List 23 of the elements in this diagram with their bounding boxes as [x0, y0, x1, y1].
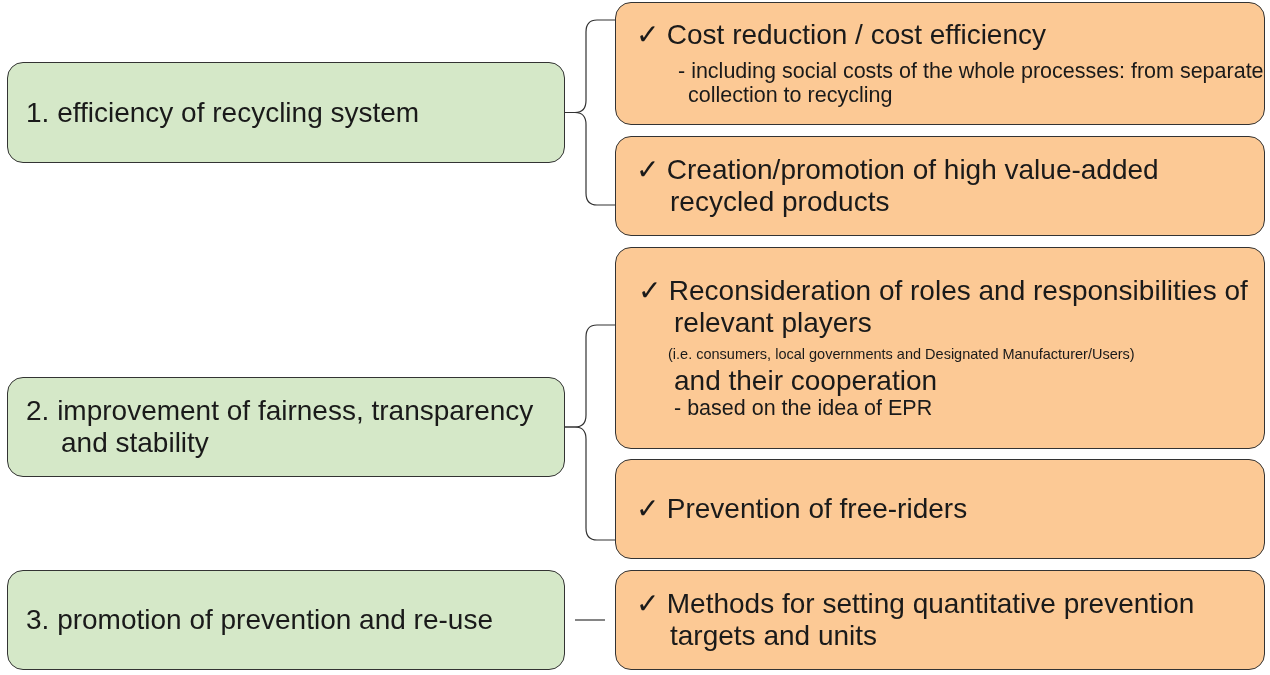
- brace-connector: [564, 426, 616, 541]
- item-text: ✓ Creation/promotion of high value-added recycled products: [636, 154, 1160, 218]
- measure-box: [615, 570, 1265, 670]
- item-note: and their cooperation: [673, 364, 939, 397]
- item-text: 2. improvement of fairness, transparency and stability: [26, 395, 535, 459]
- item-text: ✓ Reconsideration of roles and responsibilities of relevant players: [638, 275, 1249, 339]
- measure-box: [615, 247, 1265, 449]
- objective-box: [7, 570, 565, 670]
- objective-box: [7, 377, 565, 477]
- objective-box: [7, 62, 565, 163]
- measure-box: [615, 459, 1265, 559]
- item-text: ✓ Methods for setting quantitative prevention targets and units: [636, 588, 1196, 652]
- item-text: ✓ Prevention of free-riders: [636, 493, 969, 525]
- connector-line: [574, 619, 606, 621]
- item-text: 1. efficiency of recycling system: [26, 96, 421, 129]
- measure-box: [615, 136, 1265, 236]
- brace-connector: [564, 111, 616, 206]
- item-note: - based on the idea of EPR: [673, 396, 934, 421]
- item-note: (i.e. consumers, local governments and Designated Manufacturer/Users): [667, 346, 1136, 363]
- item-text: 3. promotion of prevention and re-use: [26, 604, 494, 636]
- item-note: - including social costs of the whole processes: from separate collection to recycling: [677, 59, 1264, 108]
- measure-box: [615, 2, 1265, 125]
- item-text: ✓ Cost reduction / cost efficiency: [636, 19, 1047, 52]
